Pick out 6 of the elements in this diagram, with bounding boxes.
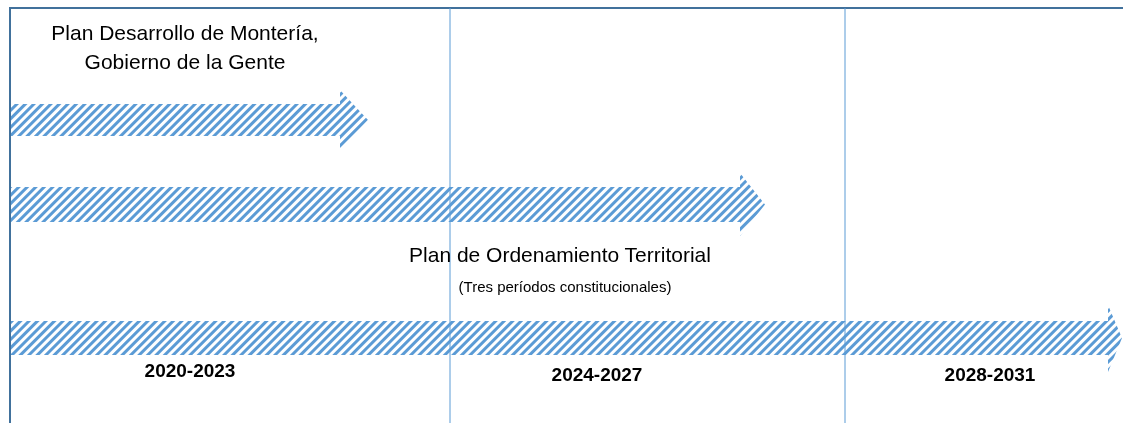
period-label: 2020-2023 (143, 359, 237, 383)
period-label: 2028-2031 (943, 363, 1037, 387)
plan-title: Plan Desarrollo de Montería, Gobierno de la Gente (50, 20, 320, 76)
plan-subtitle: (Tres períodos constitucionales) (457, 277, 673, 297)
period-label: 2024-2027 (550, 363, 644, 387)
plan-title: Plan de Ordenamiento Territorial (408, 242, 712, 268)
